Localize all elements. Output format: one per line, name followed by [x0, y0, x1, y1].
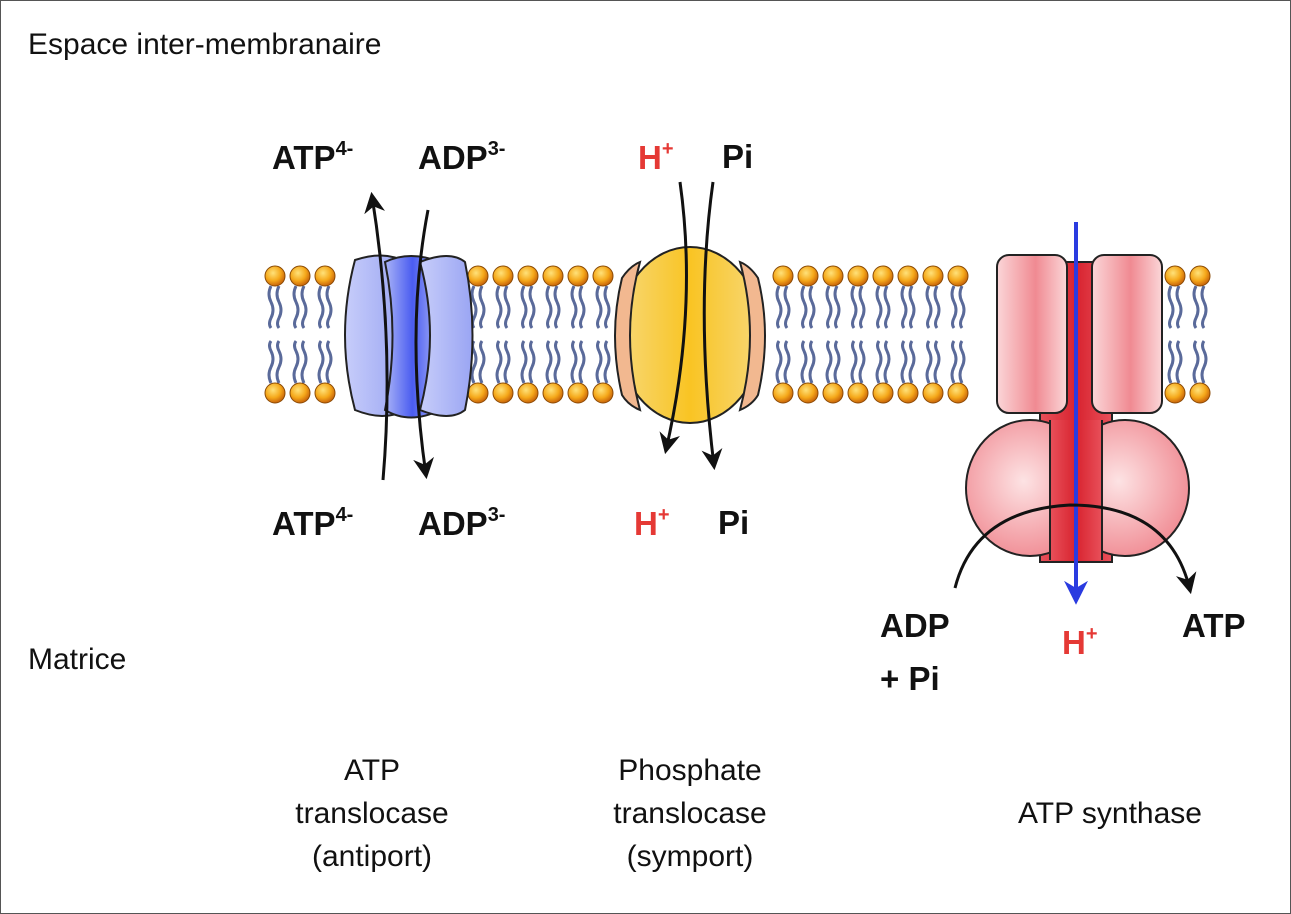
symport-protein: [614, 246, 766, 424]
proton-top-label: H+: [638, 138, 674, 176]
proton-synthase-label: H+: [1062, 623, 1098, 661]
antiport-caption: ATP translocase (antiport): [262, 749, 482, 878]
antiport-caption-line-3: (antiport): [311, 840, 433, 873]
phosphate-top-label: Pi: [722, 138, 754, 175]
pi-substrate-label: + Pi: [880, 660, 940, 697]
phospholipid: [1164, 265, 1186, 404]
symport-caption-line-1: Phosphate: [618, 754, 762, 787]
lipid-bilayer: [264, 265, 1211, 404]
phospholipid: [872, 265, 894, 404]
proton-symport-arrow: [659, 181, 688, 455]
phospholipid: [492, 265, 514, 404]
adp-bottom-label: ADP3-: [418, 504, 506, 542]
phosphate-bottom-label: Pi: [718, 504, 750, 541]
phospholipid: [1189, 265, 1211, 404]
antiport-caption-line-1: ATP: [343, 754, 401, 787]
atp-synthesis-arrow: [953, 503, 1197, 595]
symport-caption-line-2: translocase: [613, 797, 767, 830]
phospholipid: [289, 265, 311, 404]
symport-caption: Phosphate translocase (symport): [580, 749, 800, 878]
antiport-protein: [344, 254, 474, 419]
synthase-caption: ATP synthase: [1018, 797, 1202, 830]
phospholipid: [542, 265, 564, 404]
adp-substrate-label: ADP: [880, 607, 950, 644]
phospholipid: [922, 265, 944, 404]
phospholipid: [772, 265, 794, 404]
phospholipid: [264, 265, 286, 404]
matrix-label: Matrice: [28, 643, 127, 676]
phospholipid: [314, 265, 336, 404]
antiport-caption-line-2: translocase: [295, 797, 449, 830]
atp-product-label: ATP: [1182, 607, 1246, 644]
symport-arrows: [659, 181, 723, 471]
synthase-arrows: [953, 222, 1197, 605]
atp-bottom-label: ATP4-: [272, 504, 354, 542]
proton-bottom-label: H+: [634, 504, 670, 542]
phospholipid: [592, 265, 614, 404]
symport-caption-line-3: (symport): [626, 840, 754, 873]
atp-top-label: ATP4-: [272, 138, 354, 176]
intermembrane-space-label: Espace inter-membranaire: [28, 28, 382, 61]
phospholipid: [847, 265, 869, 404]
adp-import-arrow: [413, 209, 434, 480]
phospholipid: [797, 265, 819, 404]
adp-top-label: ADP3-: [418, 138, 506, 176]
phosphate-symport-arrow: [701, 181, 723, 471]
phospholipid: [517, 265, 539, 404]
phospholipid: [947, 265, 969, 404]
phospholipid: [567, 265, 589, 404]
atp-export-arrow: [364, 191, 389, 481]
phospholipid: [822, 265, 844, 404]
phospholipid: [897, 265, 919, 404]
antiport-arrows: [364, 191, 434, 481]
